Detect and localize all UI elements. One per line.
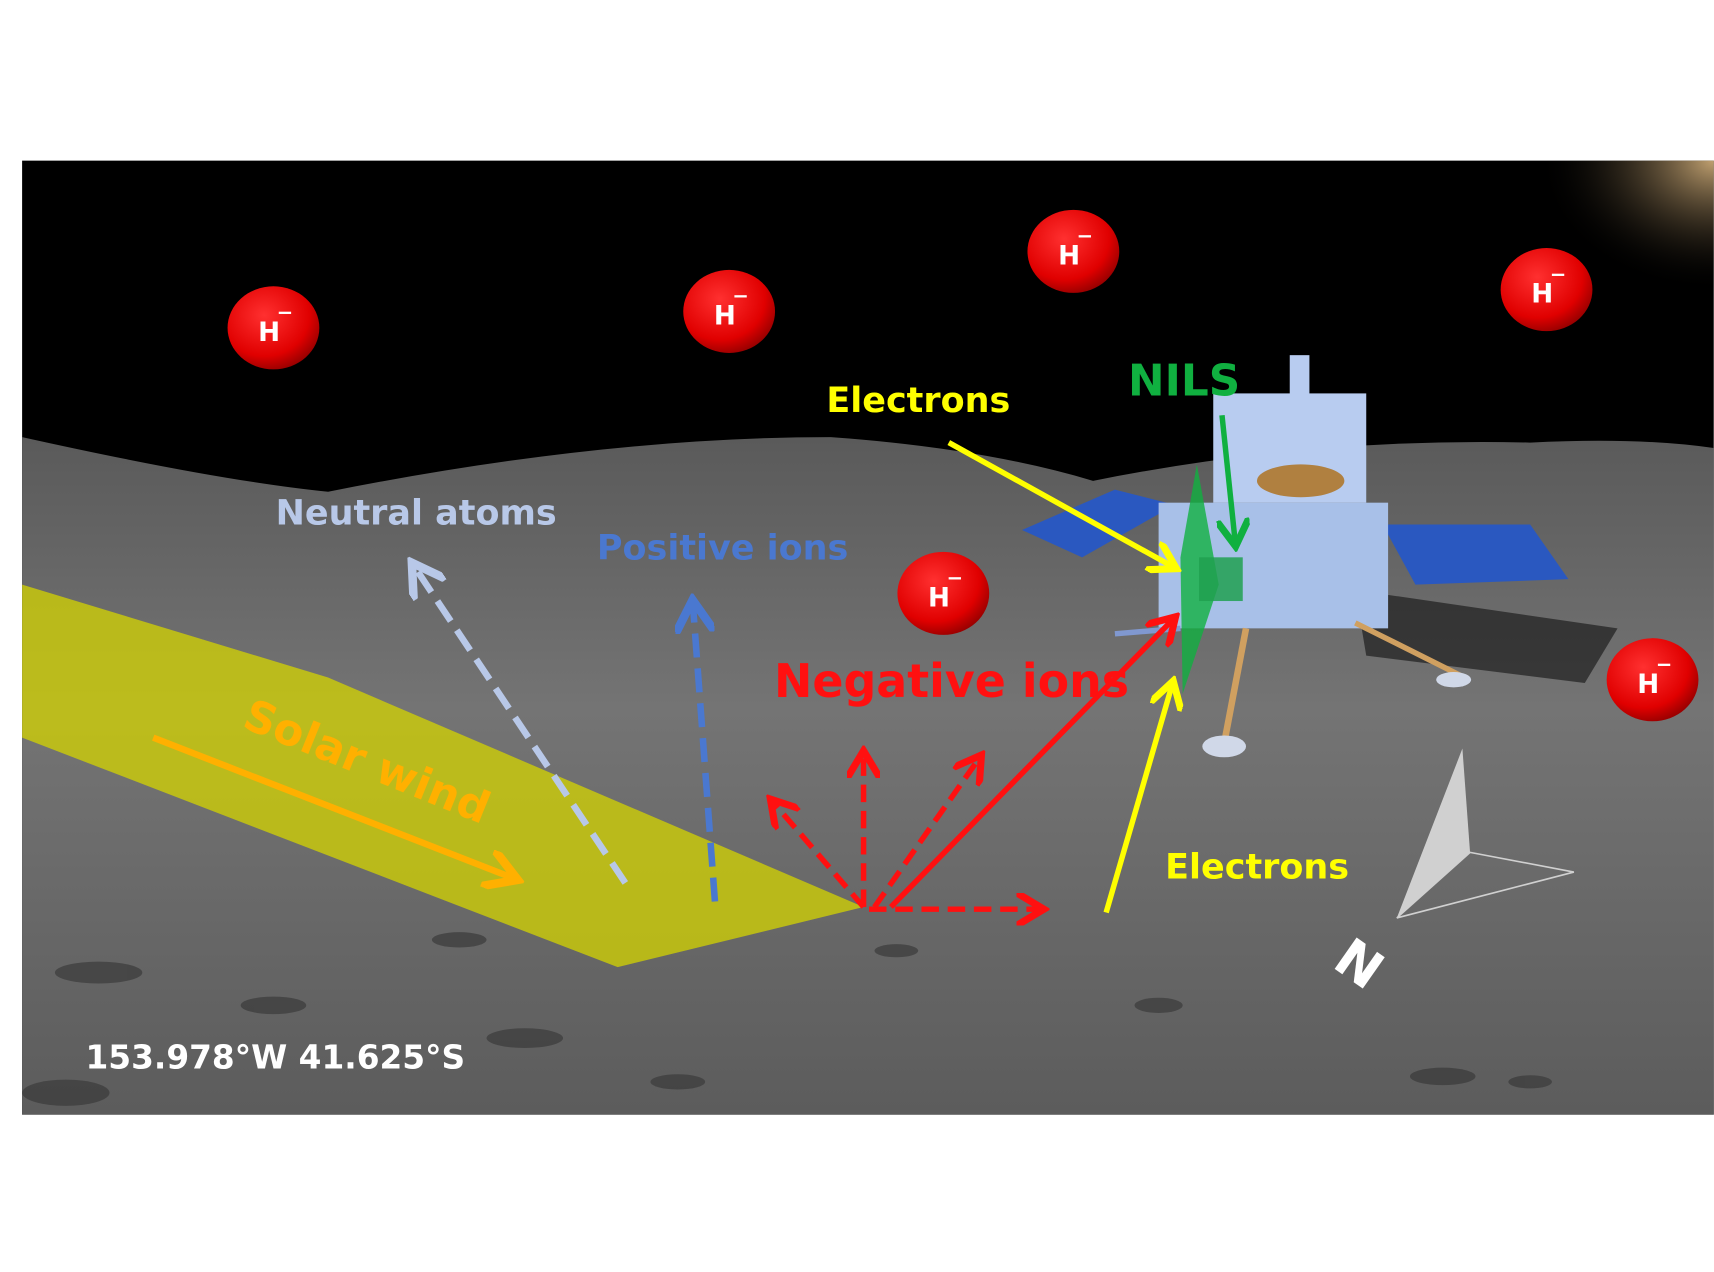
ion-symbol: H [1531, 280, 1553, 310]
solar-wind-band [22, 584, 864, 968]
h-minus-ion: H− [897, 551, 990, 635]
negative-ion-arrow [774, 803, 866, 909]
h-minus-ion: H− [1606, 638, 1699, 722]
positive-ions-label: Positive ions [597, 529, 848, 569]
ion-symbol: H [928, 583, 950, 613]
neutral-atoms-arrow [416, 568, 629, 885]
ion-charge: − [732, 285, 748, 308]
h-minus-ion: H− [1500, 248, 1593, 332]
ion-ball [227, 286, 320, 370]
electrons-bottom-label: Electrons [1165, 848, 1349, 888]
ion-symbol: H [1058, 241, 1080, 271]
nils-label: NILS [1128, 356, 1240, 407]
negative-ions-arrows [774, 621, 1172, 909]
rocks [22, 932, 1553, 1106]
ion-charge: − [947, 567, 963, 590]
ion-symbol: H [1637, 670, 1659, 700]
negative-ions-label: Negative ions [774, 654, 1129, 708]
coordinates-label: 153.978°W 41.625°S [85, 1039, 465, 1077]
nils-instrument [1199, 557, 1243, 602]
ion-charge: − [1077, 225, 1093, 248]
nils-pointer-arrow [1222, 414, 1235, 541]
electrons-top-arrow [947, 440, 1172, 566]
compass-east-needle [1396, 851, 1575, 919]
compass-north-needle [1396, 748, 1471, 918]
ion-charge: − [1550, 263, 1566, 286]
ion-charge: − [277, 301, 293, 324]
ion-ball [1027, 209, 1120, 293]
ion-ball [1500, 248, 1593, 332]
h-minus-ion: H− [227, 286, 320, 370]
electrons-bottom-arrow [1103, 686, 1172, 914]
ion-ball [1606, 638, 1699, 722]
ion-symbol: H [714, 302, 736, 332]
h-minus-ion: H− [683, 269, 776, 353]
positive-ions-arrow [693, 606, 719, 902]
negative-ion-to-nils-arrow [888, 621, 1172, 909]
hydrogen-negative-ions: H−H−H−H−H−H− [227, 209, 1699, 722]
ion-charge: − [1656, 653, 1672, 676]
neutral-atoms-label: Neutral atoms [276, 494, 557, 534]
ion-ball [683, 269, 776, 353]
h-minus-ion: H− [1027, 209, 1120, 293]
ion-symbol: H [258, 318, 280, 348]
ion-ball [897, 551, 990, 635]
solar-wind-arrow [152, 734, 511, 878]
negative-ion-arrow [872, 759, 978, 909]
electrons-top-label: Electrons [826, 381, 1010, 421]
